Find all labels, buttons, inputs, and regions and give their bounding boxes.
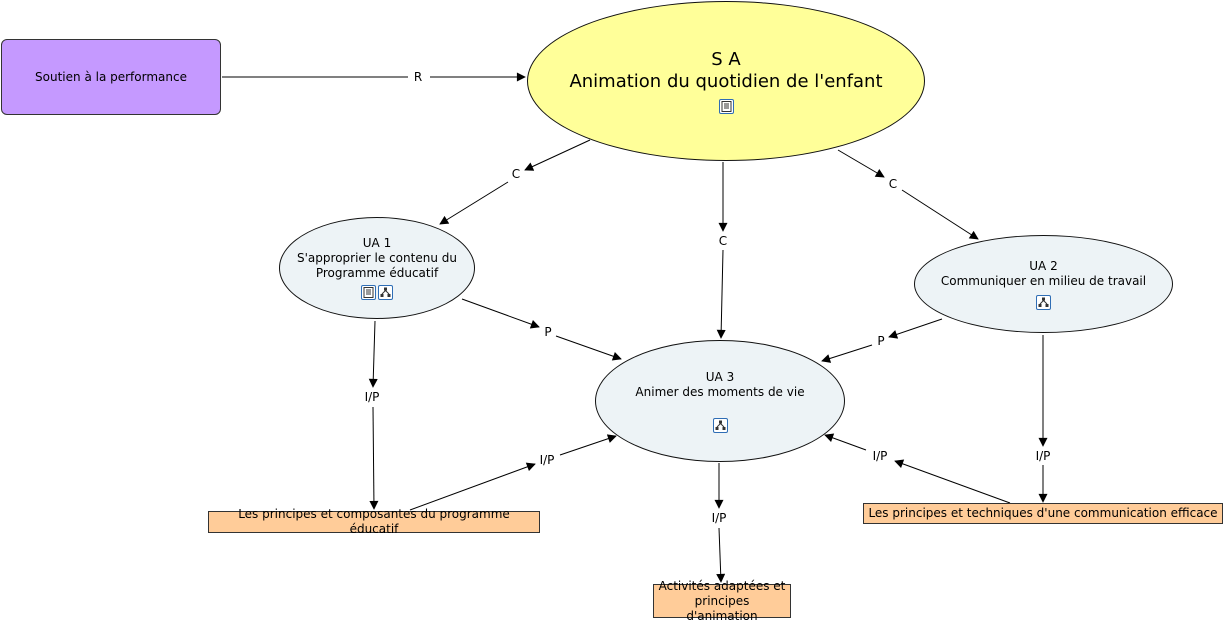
node-sa[interactable]: S A Animation du quotidien de l'enfant — [527, 1, 925, 161]
link-res2-ip — [894, 459, 1011, 504]
concept-map-icon[interactable] — [378, 285, 393, 300]
node-sa-line1: S A — [711, 48, 741, 70]
node-res3-line1: Activités adaptées et — [658, 578, 786, 593]
node-ua3-line2: Animer des moments de vie — [635, 384, 805, 399]
link-ip-res3 — [716, 527, 726, 583]
node-ua1-line1: UA 1 — [362, 236, 392, 250]
node-ua1[interactable]: UA 1 S'approprier le contenu du Programm… — [279, 217, 475, 319]
link-label-c-right: C — [886, 177, 900, 191]
link-label-ip-ua1: I/P — [362, 390, 382, 404]
node-ua2-line1: UA 2 — [1029, 258, 1058, 273]
link-label-c-left: C — [509, 167, 523, 181]
link-ua1-ip — [368, 320, 378, 388]
link-pleft-ua3 — [555, 335, 622, 361]
link-ip-ua3-right — [824, 433, 867, 451]
link-cright-ua2 — [901, 189, 979, 240]
node-sa-line2: Animation du quotidien de l'enfant — [569, 70, 883, 92]
link-ip-ua3-left — [559, 434, 617, 456]
node-ua1-line3: Programme éducatif — [315, 266, 439, 280]
link-cleft-ua1 — [439, 181, 509, 225]
link-label-ip-ua2: I/P — [1033, 449, 1053, 463]
link-ip-res1 — [369, 406, 379, 510]
link-ua2-pright — [888, 318, 943, 339]
node-soutien-label: Soutien à la performance — [35, 70, 187, 84]
node-soutien-performance[interactable]: Soutien à la performance — [1, 39, 221, 115]
link-sa-cright — [837, 149, 885, 178]
link-label-r: R — [411, 70, 425, 84]
link-pright-ua3 — [821, 344, 873, 363]
link-label-c-center: C — [716, 234, 730, 248]
node-resource-communication[interactable]: Les principes et techniques d'une commun… — [863, 503, 1223, 524]
link-label-p-right: P — [875, 334, 887, 348]
concept-map-icon[interactable] — [1036, 294, 1051, 310]
link-label-ip-ua3: I/P — [709, 511, 729, 525]
document-icon[interactable] — [361, 285, 376, 300]
node-resource-programme-educatif[interactable]: Les principes et composantes du programm… — [208, 507, 540, 536]
node-ua2[interactable]: UA 2 Communiquer en milieu de travail — [914, 235, 1173, 333]
node-res3-line2: principes d'animation — [686, 593, 758, 623]
node-res2-label: Les principes et techniques d'une commun… — [868, 506, 1218, 520]
link-res1-ip — [409, 462, 536, 511]
link-label-ip-res1: I/P — [537, 453, 557, 467]
node-ua1-line2: S'approprier le contenu du — [297, 251, 457, 265]
document-icon[interactable] — [718, 98, 734, 114]
node-res1-label: Les principes et composantes du programm… — [238, 507, 510, 536]
link-ccenter-ua3 — [716, 249, 726, 339]
link-sa-cleft — [524, 139, 591, 171]
node-ua3-line1: UA 3 — [705, 369, 735, 384]
node-resource-activites[interactable]: Activités adaptées et principes d'animat… — [653, 579, 791, 623]
node-ua2-line2: Communiquer en milieu de travail — [940, 273, 1147, 288]
link-label-p-left: P — [542, 325, 554, 339]
link-label-ip-res2: I/P — [870, 449, 890, 463]
node-ua3[interactable]: UA 3 Animer des moments de vie — [595, 340, 845, 462]
link-ua1-pleft — [461, 298, 540, 329]
concept-map-icon[interactable] — [712, 417, 728, 433]
